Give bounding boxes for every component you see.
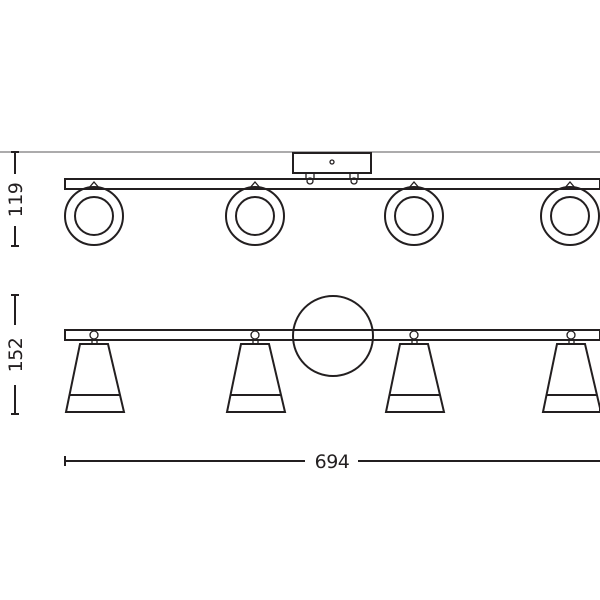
spot-outer-ring [225,186,285,246]
top-spot-1 [64,181,124,246]
front-bar [64,329,600,341]
spot-cone [384,343,446,413]
dimension-height-bottom: 152 [5,294,27,415]
mount-plate [292,152,372,174]
front-mount-disc [292,295,374,377]
top-spot-4 [540,181,600,246]
mount-screw [329,159,335,165]
top-view: 119 [0,151,600,247]
spot-swivel [409,330,419,340]
front-spot-3 [384,330,446,413]
dim-label-152: 152 [5,338,27,373]
spot-cone [225,343,287,413]
spot-swivel [250,330,260,340]
dim-label-119: 119 [5,183,27,218]
spot-inner-ring [235,196,275,236]
top-spot-2 [225,181,285,246]
dimension-width: 694 [64,451,600,473]
front-spot-2 [225,330,287,413]
spot-swivel [566,330,576,340]
spot-outer-ring [384,186,444,246]
dimension-height-top: 119 [5,151,27,247]
front-spot-4 [541,330,600,413]
spot-swivel [89,330,99,340]
spot-cone [64,343,126,413]
spot-inner-ring [394,196,434,236]
front-spot-1 [64,330,126,413]
front-view: 152 694 [5,294,600,473]
spot-outer-ring [540,186,600,246]
dim-label-694: 694 [315,451,350,473]
top-spot-3 [384,181,444,246]
spot-inner-ring [550,196,590,236]
top-bar [64,178,600,190]
spot-outer-ring [64,186,124,246]
spot-inner-ring [74,196,114,236]
spot-cone [541,343,600,413]
